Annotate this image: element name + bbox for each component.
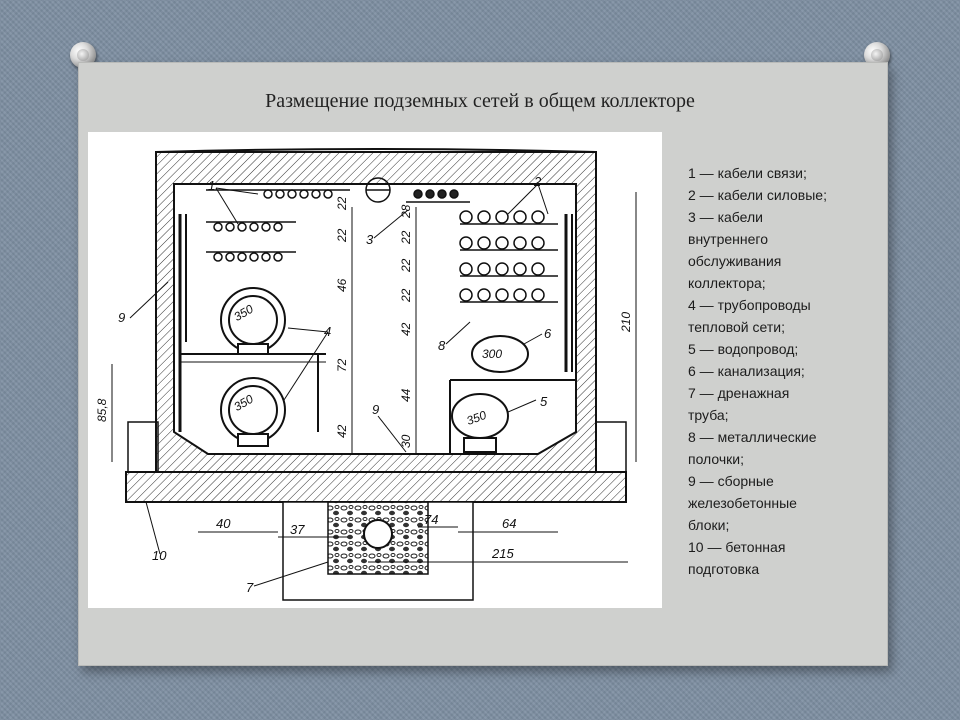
svg-text:64: 64 bbox=[502, 516, 516, 531]
svg-text:9: 9 bbox=[372, 402, 379, 417]
slide-title: Размещение подземных сетей в общем колле… bbox=[265, 90, 695, 112]
comm-cables bbox=[206, 189, 350, 262]
legend-item: 1 — кабели связи; bbox=[688, 165, 807, 181]
legend-item: 6 — канализация; bbox=[688, 363, 805, 379]
svg-text:3: 3 bbox=[366, 232, 374, 247]
svg-text:8: 8 bbox=[438, 338, 446, 353]
pipe-size-label: 350 bbox=[465, 408, 489, 428]
legend-item: 9 — сборные железобетонные блоки; bbox=[688, 473, 797, 533]
legend-item: 2 — кабели силовые; bbox=[688, 187, 827, 203]
collector-diagram: 350 350 300 350 22 22 46 72 42 28 22 22 … bbox=[88, 132, 662, 608]
svg-text:74: 74 bbox=[424, 512, 438, 527]
dimension-labels: 22 22 46 72 42 28 22 22 22 42 44 30 85,8… bbox=[95, 196, 633, 448]
svg-text:85,8: 85,8 bbox=[95, 398, 109, 422]
sewer-pipe bbox=[471, 335, 529, 373]
svg-text:46: 46 bbox=[335, 278, 349, 292]
legend: 1 — кабели связи; 2 — кабели силовые; 3 … bbox=[688, 162, 868, 580]
concrete-base bbox=[125, 471, 627, 503]
svg-text:7: 7 bbox=[246, 580, 254, 595]
svg-text:22: 22 bbox=[399, 258, 413, 273]
collector-cross-section: 350 350 300 350 22 22 46 72 42 28 22 22 … bbox=[95, 148, 637, 601]
legend-item: 7 — дренажная труба; bbox=[688, 385, 790, 423]
svg-text:4: 4 bbox=[324, 324, 331, 339]
svg-text:42: 42 bbox=[335, 424, 349, 438]
legend-item: 10 — бетонная подготовка bbox=[688, 539, 786, 577]
drain-pipe bbox=[363, 519, 393, 549]
callout-labels: 1 2 3 4 5 6 7 8 9 9 10 bbox=[118, 174, 552, 595]
svg-text:1: 1 bbox=[208, 178, 215, 193]
heat-pipes bbox=[220, 287, 286, 447]
svg-text:9: 9 bbox=[118, 310, 125, 325]
legend-item: 8 — металлические полочки; bbox=[688, 429, 817, 467]
svg-text:40: 40 bbox=[216, 516, 231, 531]
legend-item: 4 — трубопроводы тепловой сети; bbox=[688, 297, 811, 335]
svg-text:6: 6 bbox=[544, 326, 552, 341]
svg-text:10: 10 bbox=[152, 548, 167, 563]
pipe-size-label: 300 bbox=[482, 347, 502, 361]
power-cables bbox=[459, 210, 558, 303]
svg-text:42: 42 bbox=[399, 322, 413, 336]
svg-text:22: 22 bbox=[399, 230, 413, 245]
svg-text:30: 30 bbox=[399, 434, 413, 448]
svg-text:22: 22 bbox=[399, 288, 413, 303]
bottom-dimension-labels: 40 37 74 64 215 bbox=[216, 512, 516, 561]
svg-text:210: 210 bbox=[619, 312, 633, 333]
svg-text:22: 22 bbox=[335, 196, 349, 211]
svg-text:72: 72 bbox=[335, 358, 349, 372]
legend-item: 5 — водопровод; bbox=[688, 341, 799, 357]
svg-text:44: 44 bbox=[399, 388, 413, 402]
svg-text:22: 22 bbox=[335, 228, 349, 243]
svg-text:37: 37 bbox=[290, 522, 305, 537]
legend-item: 3 — кабели внутреннего обслуживания колл… bbox=[688, 209, 782, 291]
svg-text:215: 215 bbox=[491, 546, 514, 561]
svg-text:5: 5 bbox=[540, 394, 548, 409]
svg-text:2: 2 bbox=[533, 174, 542, 189]
